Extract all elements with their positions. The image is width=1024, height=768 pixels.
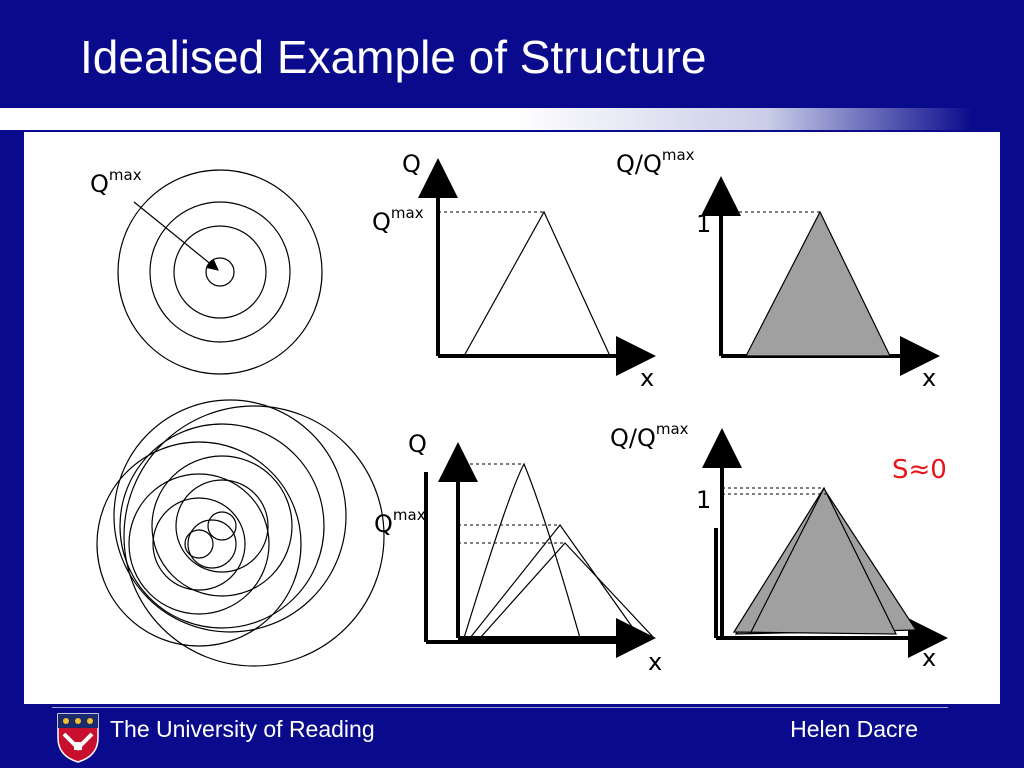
centre-ring [187, 519, 237, 569]
contour-ring-3 [173, 225, 267, 319]
set-a-ring-1 [96, 441, 302, 647]
bottom-left-graph: Q Qmax x [374, 430, 662, 676]
footer-author: Helen Dacre [790, 716, 918, 742]
profile-peaked [463, 462, 581, 639]
set-b-ring-1 [119, 423, 325, 629]
qmax-tick-label: Qmax [372, 204, 424, 236]
s-approx-zero-label: S≈0 [892, 455, 947, 485]
set-a-ring-2 [128, 473, 270, 615]
qmax-tick-label: Qmax [374, 506, 426, 538]
structure-diagram: Qmax Q Qmax x Q/Qmax 1 x [90, 146, 948, 676]
title-divider [0, 108, 1024, 130]
inner-edge [749, 487, 825, 635]
normalised-triangle-b [732, 486, 897, 635]
university-crest-icon [57, 713, 99, 763]
profile-triangle-a [469, 524, 641, 639]
y-axis-label: Q [408, 430, 427, 458]
concentric-circles-top [117, 169, 323, 375]
unity-tick-label: 1 [696, 486, 711, 514]
y-axis-label: Q [402, 150, 421, 178]
circles-qmax-label: Qmax [90, 166, 142, 198]
y-axis-label: Q/Qmax [610, 420, 689, 452]
slide-title: Idealised Example of Structure [80, 31, 707, 83]
top-left-graph: Q Qmax x [372, 150, 656, 392]
set-b-ring-4 [207, 511, 237, 541]
x-axis-label: x [640, 364, 654, 392]
bottom-right-graph: Q/Qmax 1 x [610, 420, 948, 672]
profile-triangle-b [479, 542, 655, 639]
x-axis-label: x [648, 648, 662, 676]
x-axis-label: x [922, 644, 936, 672]
set-a-ring-4 [184, 529, 214, 559]
contour-ring-2 [149, 201, 291, 343]
set-b-ring-2 [151, 455, 293, 597]
overlapping-circles-bottom [96, 399, 385, 667]
set-c-ring-outer [123, 405, 385, 667]
set-b-ring-3 [175, 479, 269, 573]
contour-ring-1 [117, 169, 323, 375]
footer-divider [52, 707, 948, 708]
normalised-triangle [745, 210, 891, 357]
profile-triangle [463, 210, 611, 357]
x-axis-label: x [922, 364, 936, 392]
y-axis-label: Q/Qmax [616, 146, 695, 178]
contour-ring-4 [205, 257, 235, 287]
footer-university: The University of Reading [110, 716, 375, 742]
qmax-arrow [133, 201, 219, 271]
unity-tick-label: 1 [696, 210, 711, 238]
set-a-ring-3 [152, 497, 246, 591]
top-right-graph: Q/Qmax 1 x [616, 146, 940, 392]
set-d-ring-outer [113, 399, 347, 633]
